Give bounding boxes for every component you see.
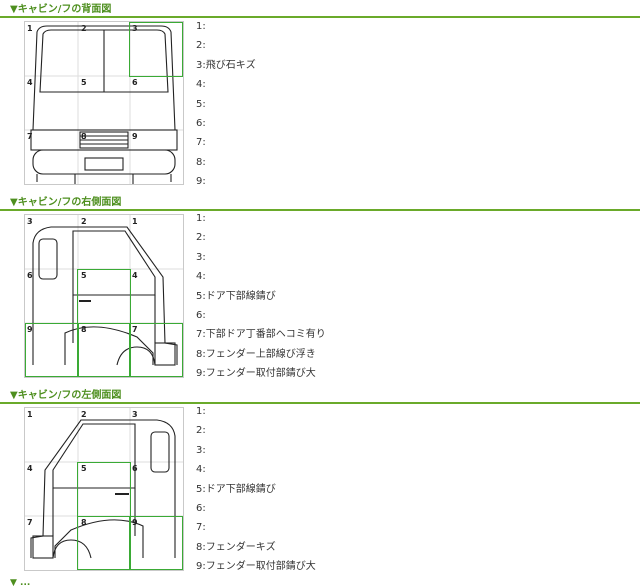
damage-item: 6: [196, 502, 206, 514]
grid-label-4: 4 [27, 464, 33, 473]
grid-label-3: 3 [132, 410, 138, 419]
damage-list-left: 1: 2: 3: 4: 5:ドア下部線錆び 6: 7: 8:フェンダーキズ 9:… [196, 402, 596, 577]
grid-label-6: 6 [27, 271, 33, 280]
section-title: ▼キャビン/フの右側面図 [0, 197, 640, 211]
grid-label-1: 1 [27, 410, 33, 419]
grid-label-1: 1 [132, 217, 138, 226]
grid-label-2: 2 [81, 217, 87, 226]
highlight-cell-7 [129, 323, 183, 377]
damage-item: 7: [196, 137, 206, 149]
grid-label-7: 7 [27, 132, 33, 141]
highlight-cell-8 [77, 516, 131, 570]
damage-item: 4: [196, 79, 206, 91]
grid-label-9: 9 [132, 518, 138, 527]
damage-item: 5:ドア下部線錆び [196, 290, 276, 302]
damage-item: 5:ドア下部線錆び [196, 483, 276, 495]
section-right-view: ▼キャビン/フの右側面図 [0, 197, 640, 211]
grid-label-5: 5 [81, 271, 87, 280]
grid-label-8: 8 [81, 325, 87, 334]
grid-label-6: 6 [132, 464, 138, 473]
next-section-header: ▼ ... [0, 578, 640, 588]
damage-item: 3:飛び石キズ [196, 59, 256, 71]
grid-label-8: 8 [81, 518, 87, 527]
grid-label-4: 4 [132, 271, 138, 280]
grid-label-9: 9 [132, 132, 138, 141]
section-back-view: ▼キャビン/フの背面図 [0, 4, 640, 18]
damage-item: 1: [196, 21, 206, 32]
grid-label-5: 5 [81, 78, 87, 87]
next-section-title: ▼ ... [10, 578, 31, 588]
highlight-cell-9 [129, 516, 183, 570]
grid-label-2: 2 [81, 410, 87, 419]
highlight-cell-8 [77, 323, 131, 377]
section-title: ▼キャビン/フの左側面図 [0, 390, 640, 404]
damage-item: 3: [196, 444, 206, 456]
diagram-back: 1 2 3 4 5 6 7 8 9 [24, 21, 184, 185]
damage-item: 4: [196, 464, 206, 476]
damage-list-right: 1: 2: 3: 4: 5:ドア下部線錆び 6: 7:下部ドア丁番部ヘコミ有り … [196, 209, 596, 384]
damage-item: 2: [196, 232, 206, 244]
damage-item: 8:フェンダーキズ [196, 541, 276, 553]
damage-item: 4: [196, 271, 206, 283]
grid-label-1: 1 [27, 24, 33, 33]
grid-label-7: 7 [27, 518, 33, 527]
grid-label-2: 2 [81, 24, 87, 33]
section-title: ▼キャビン/フの背面図 [0, 4, 640, 18]
damage-item: 1: [196, 406, 206, 417]
highlight-cell-5 [77, 269, 131, 324]
grid-label-3: 3 [27, 217, 33, 226]
damage-item: 9:フェンダー取付部錆び大 [196, 561, 316, 573]
grid-label-4: 4 [27, 78, 33, 87]
highlight-cell-5 [77, 462, 131, 517]
grid-label-9: 9 [27, 325, 33, 334]
grid-label-8: 8 [81, 132, 87, 141]
highlight-cell-3 [129, 22, 183, 77]
grid-label-5: 5 [81, 464, 87, 473]
grid-label-7: 7 [132, 325, 138, 334]
damage-item: 9:フェンダー取付部錆び大 [196, 368, 316, 380]
damage-item: 1: [196, 213, 206, 224]
highlight-cell-9 [25, 323, 79, 377]
diagram-right: 3 2 1 6 5 4 9 8 7 [24, 214, 184, 378]
damage-item: 2: [196, 425, 206, 437]
section-left-view: ▼キャビン/フの左側面図 [0, 390, 640, 404]
diagram-left: 1 2 3 4 5 6 7 8 9 [24, 407, 184, 571]
damage-item: 8: [196, 156, 206, 168]
damage-item: 7:下部ドア丁番部ヘコミ有り [196, 329, 326, 341]
damage-item: 2: [196, 40, 206, 52]
damage-list-back: 1: 2: 3:飛び石キズ 4: 5: 6: 7: 8: 9: [196, 17, 596, 192]
damage-item: 5: [196, 98, 206, 110]
damage-item: 6: [196, 309, 206, 321]
grid-label-3: 3 [132, 24, 138, 33]
damage-item: 6: [196, 117, 206, 129]
truck-back-drawing [25, 22, 183, 184]
damage-item: 3: [196, 251, 206, 263]
damage-item: 9: [196, 176, 206, 188]
damage-item: 7: [196, 522, 206, 534]
damage-item: 8:フェンダー上部線び浮き [196, 348, 316, 360]
grid-label-6: 6 [132, 78, 138, 87]
